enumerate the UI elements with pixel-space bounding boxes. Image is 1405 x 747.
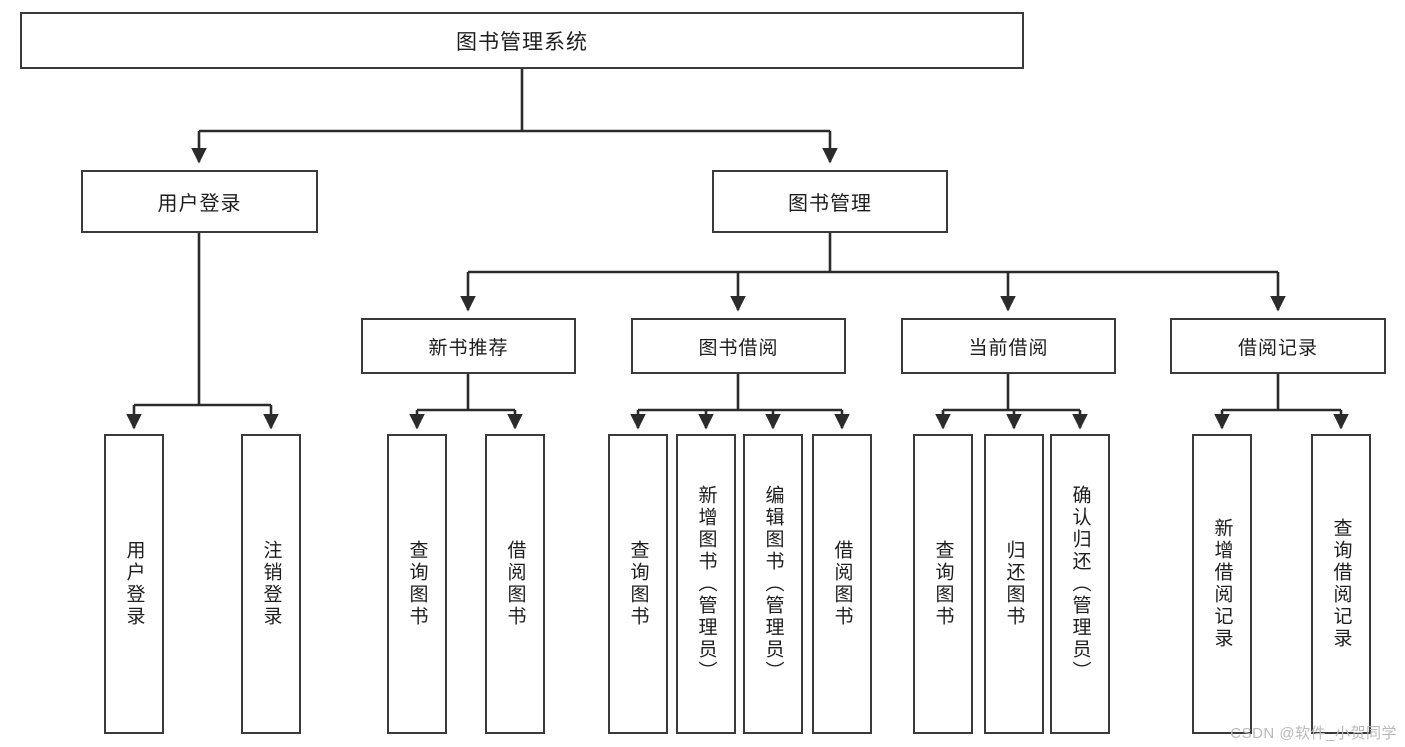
node-current-borrow-label: 当前借阅 [968, 337, 1049, 359]
leaf-add-borrow-record[interactable]: 新增借阅记录 [1192, 434, 1252, 734]
leaf-logout[interactable]: 注销登录 [241, 434, 301, 734]
leaf-query-book-borrow[interactable]: 查询图书 [608, 434, 668, 734]
node-book-management[interactable]: 图书管理 [712, 170, 948, 233]
node-new-book-recommend-label: 新书推荐 [428, 337, 509, 359]
leaf-add-book-admin[interactable]: 新增图书（管理员） [676, 434, 736, 734]
leaf-borrow-book-recommend[interactable]: 借阅图书 [485, 434, 545, 734]
leaf-query-book-borrow-label: 查询图书 [627, 540, 649, 628]
node-new-book-recommend[interactable]: 新书推荐 [361, 318, 576, 374]
node-user-login[interactable]: 用户登录 [81, 170, 318, 233]
node-book-management-label: 图书管理 [788, 193, 872, 215]
leaf-query-book-current[interactable]: 查询图书 [913, 434, 973, 734]
leaf-user-login-label: 用户登录 [123, 540, 145, 628]
leaf-user-login[interactable]: 用户登录 [104, 434, 164, 734]
leaf-borrow-book-label: 借阅图书 [831, 540, 853, 628]
leaf-borrow-book-recommend-label: 借阅图书 [504, 540, 526, 628]
leaf-query-borrow-record-label: 查询借阅记录 [1330, 518, 1352, 650]
leaf-confirm-return-admin-label: 确认归还（管理员） [1069, 485, 1091, 683]
watermark: CSDN @软件_小贺同学 [1230, 725, 1397, 742]
node-book-borrow-label: 图书借阅 [698, 337, 779, 359]
leaf-return-book[interactable]: 归还图书 [984, 434, 1044, 734]
leaf-query-book-recommend-label: 查询图书 [406, 540, 428, 628]
node-root[interactable]: 图书管理系统 [20, 12, 1024, 69]
leaf-edit-book-admin[interactable]: 编辑图书（管理员） [743, 434, 803, 734]
node-borrow-record-label: 借阅记录 [1237, 337, 1318, 359]
node-borrow-record[interactable]: 借阅记录 [1170, 318, 1386, 374]
leaf-edit-book-admin-label: 编辑图书（管理员） [762, 485, 784, 683]
node-root-label: 图书管理系统 [456, 30, 588, 54]
node-book-borrow[interactable]: 图书借阅 [631, 318, 846, 374]
leaf-confirm-return-admin[interactable]: 确认归还（管理员） [1050, 434, 1110, 734]
leaf-return-book-label: 归还图书 [1003, 540, 1025, 628]
leaf-add-book-admin-label: 新增图书（管理员） [695, 485, 717, 683]
node-current-borrow[interactable]: 当前借阅 [901, 318, 1116, 374]
leaf-borrow-book[interactable]: 借阅图书 [812, 434, 872, 734]
leaf-logout-label: 注销登录 [260, 540, 282, 628]
leaf-query-book-current-label: 查询图书 [932, 540, 954, 628]
leaf-query-borrow-record[interactable]: 查询借阅记录 [1311, 434, 1371, 734]
leaf-query-book-recommend[interactable]: 查询图书 [387, 434, 447, 734]
leaf-add-borrow-record-label: 新增借阅记录 [1211, 518, 1233, 650]
node-user-login-label: 用户登录 [157, 193, 242, 215]
